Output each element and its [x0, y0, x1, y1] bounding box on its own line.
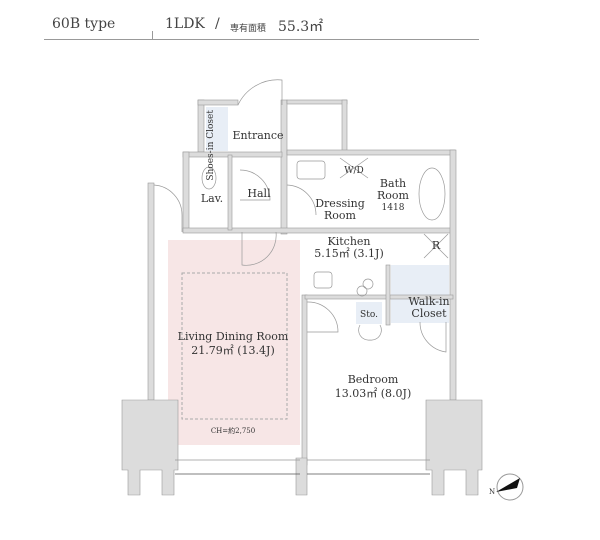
- walkin-fill: [391, 265, 449, 323]
- hall-label: Hall: [247, 187, 271, 200]
- bedroom-label: Bedroom: [347, 373, 399, 386]
- header-rule: [44, 39, 479, 40]
- compass-icon: [496, 473, 524, 501]
- divider: [152, 31, 153, 39]
- ceiling-zone: [181, 272, 288, 420]
- separator: /: [215, 16, 220, 32]
- ceiling-height: CH=約2,750: [210, 427, 256, 435]
- kitchen-area: 5.15㎡ (3.1J): [314, 247, 384, 260]
- area-value: 55.3㎡: [278, 19, 324, 35]
- layout-type: 1LDK: [165, 16, 205, 32]
- storage-label: Sto.: [360, 310, 378, 320]
- bath-room-label: Bath Room: [377, 177, 409, 202]
- shoes-closet-fill: [206, 107, 228, 151]
- ldr-fill-left: [168, 240, 180, 390]
- dressing-room-label: Dressing Room: [315, 197, 365, 222]
- ldr-label: Living Dining Room: [177, 330, 289, 343]
- kitchen-label: Kitchen: [327, 235, 371, 248]
- area-label: 専有面積: [230, 24, 267, 34]
- ldr-fill: [168, 240, 300, 445]
- washer-dryer-label: W/D: [344, 166, 364, 176]
- refrigerator-label: R: [431, 239, 441, 252]
- unit-type: 60B type: [52, 16, 116, 32]
- lav-label: Lav.: [200, 192, 224, 205]
- compass-label: N: [488, 488, 496, 496]
- bath-size: 1418: [381, 203, 405, 213]
- bedroom-area: 13.03㎡ (8.0J): [334, 387, 412, 400]
- storage-fill: [356, 302, 382, 324]
- entrance-label: Entrance: [232, 129, 284, 142]
- walk-in-closet-label: Walk-in Closet: [408, 295, 450, 320]
- shoes-closet-label: Shoes-in Closet: [206, 110, 216, 181]
- ldr-area: 21.79㎡ (13.4J): [191, 344, 275, 357]
